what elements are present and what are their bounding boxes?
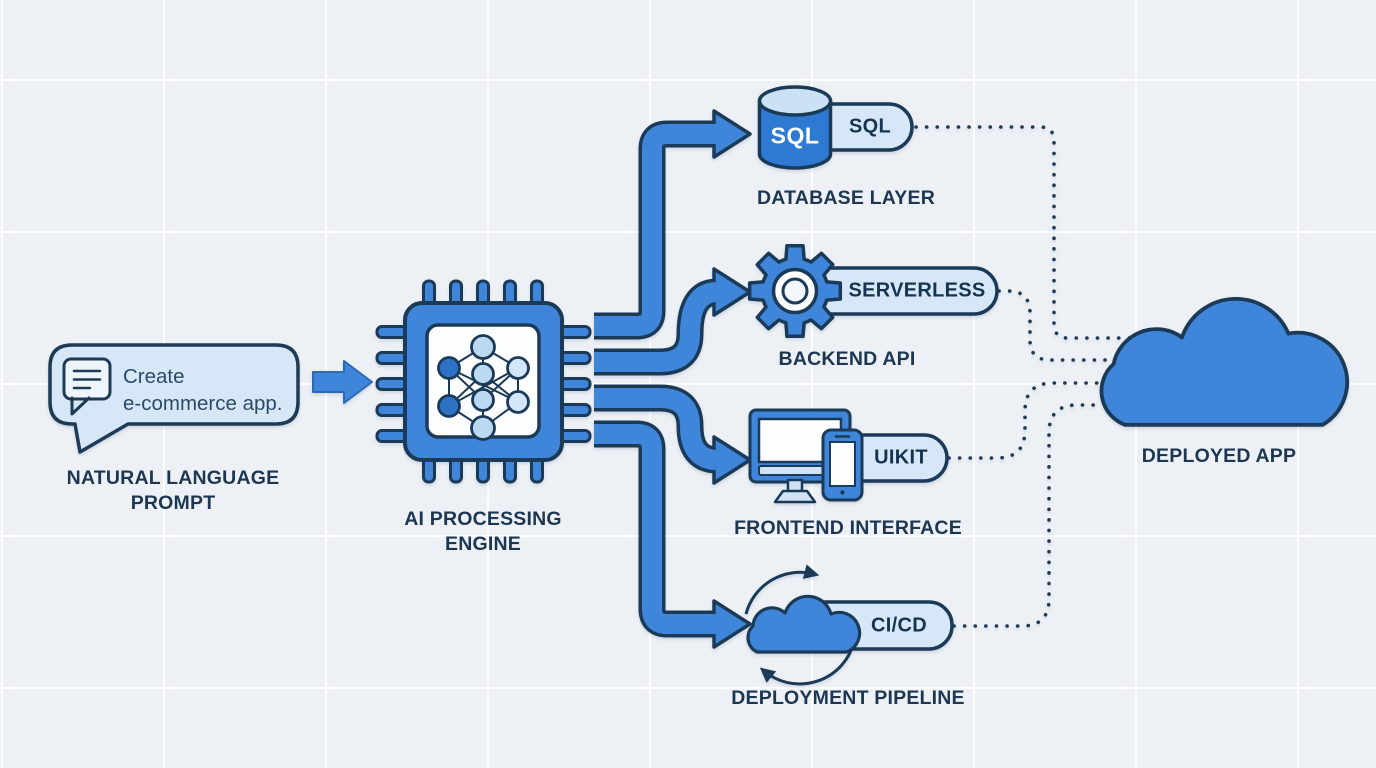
flow-arrow-deployment <box>594 420 752 649</box>
tag-sql: SQL <box>848 115 892 138</box>
monitor-phone-icon <box>748 408 864 504</box>
chat-bubble-icon <box>62 357 112 416</box>
deployment-label: DEPLOYMENT PIPELINE <box>731 687 965 709</box>
prompt-bubble-line2: e-commerce app. <box>123 392 283 415</box>
prompt-bubble-text: Create e-commerce app. <box>123 363 283 417</box>
database-cylinder-icon <box>757 85 833 170</box>
gear-icon <box>747 243 843 339</box>
dotted-connector-deployment <box>952 403 1104 628</box>
flow-arrow-database <box>594 109 752 340</box>
cloud-sync-icon <box>744 564 862 686</box>
chip-neural-network-icon <box>375 279 592 484</box>
tag-uikit: UIKIT <box>874 446 928 469</box>
flow-arrows <box>594 109 752 649</box>
database-label: DATABASE LAYER <box>757 187 935 209</box>
flow-arrow-backend <box>594 267 752 376</box>
frontend-label: FRONTEND INTERFACE <box>734 517 962 539</box>
tag-cicd: CI/CD <box>871 614 927 637</box>
prompt-label: NATURAL LANGUAGE PROMPT <box>66 467 280 514</box>
cloud-icon <box>1099 296 1350 427</box>
neural-network <box>437 334 530 441</box>
sync-arrows <box>744 564 856 686</box>
prompt-bubble-line1: Create <box>123 365 185 388</box>
flow-arrow-frontend <box>594 384 752 485</box>
dotted-connector-frontend <box>947 381 1114 460</box>
dotted-connectors <box>914 125 1142 628</box>
database-cylinder-text: SQL <box>770 122 820 149</box>
dotted-connector-backend <box>997 289 1120 362</box>
phone-icon <box>821 428 864 502</box>
engine-label: AI PROCESSING ENGINE <box>404 508 562 555</box>
backend-label: BACKEND API <box>778 348 916 370</box>
prompt-arrow-icon <box>312 360 373 404</box>
tag-serverless: SERVERLESS <box>848 279 986 302</box>
speech-bubble <box>48 343 300 454</box>
deployed-app-label: DEPLOYED APP <box>1141 445 1297 467</box>
